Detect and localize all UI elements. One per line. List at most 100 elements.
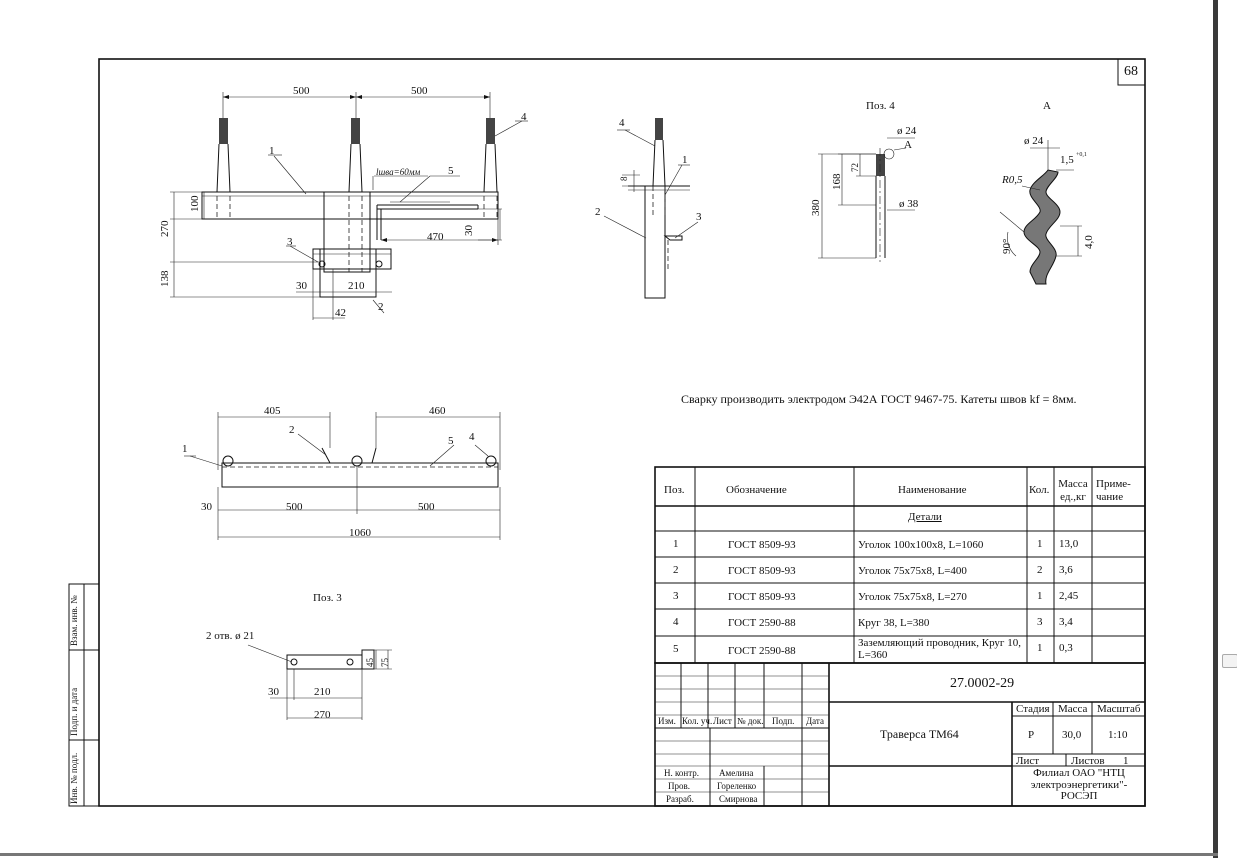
dim-100: 100 (189, 195, 201, 213)
pos4-dia-24: ø 24 (897, 125, 917, 137)
top-callout-5: 5 (448, 435, 454, 447)
pos4-view (818, 137, 915, 262)
detail-A-angle: 90° (1001, 238, 1013, 254)
top-callout-1: 1 (182, 443, 188, 455)
scroll-handle[interactable] (1222, 654, 1237, 668)
dim-30-bottom: 30 (296, 280, 307, 292)
pos4-dia-38: ø 38 (899, 198, 919, 210)
spec-row-5-pos: 5 (673, 643, 679, 655)
pos4-dim-72: 72 (850, 163, 860, 172)
dim-500-left: 500 (293, 85, 310, 97)
role-razrab: Разраб. (666, 794, 694, 804)
dim-470: 470 (427, 231, 444, 243)
dim-210: 210 (348, 280, 365, 292)
spec-row-1-name: Уголок 100х100х8, L=1060 (858, 539, 984, 551)
spec-row-1-mass: 13,0 (1059, 538, 1079, 550)
welding-note: Сварку производить электродом Э42А ГОСТ … (681, 392, 1077, 406)
detail-A-radius: R0,5 (1002, 174, 1023, 186)
callout-2: 2 (378, 301, 384, 313)
spec-row-3-designation: ГОСТ 8509-93 (728, 591, 796, 603)
spec-row-4-designation: ГОСТ 2590-88 (728, 617, 796, 629)
dim-500-right: 500 (411, 85, 428, 97)
pos4-dim-168: 168 (831, 173, 843, 191)
mass-value: 30,0 (1062, 729, 1082, 741)
stage-label: Стадия (1016, 703, 1050, 715)
callout-4: 4 (521, 111, 527, 123)
dim-30-top: 30 (201, 501, 212, 513)
spec-row-4-qty: 3 (1037, 616, 1043, 628)
pos4-leader-A: А (904, 139, 912, 151)
callout-1: 1 (269, 145, 275, 157)
callout-5: 5 (448, 165, 454, 177)
detail-A-dim-15-tol: +0,1 (1076, 152, 1087, 158)
dim-138: 138 (159, 270, 171, 288)
dim-42: 42 (335, 307, 346, 319)
top-view (184, 412, 501, 540)
spec-row-3-pos: 3 (673, 590, 679, 602)
spec-header-mass: Масса ед.,кг (1058, 478, 1088, 503)
spec-row-5-mass: 0,3 (1059, 642, 1073, 654)
doc-number: 27.0002-29 (950, 676, 1015, 691)
spec-table-lines (654, 466, 1146, 664)
doc-title: Траверса ТМ64 (880, 727, 959, 741)
pos3-dim-270: 270 (314, 709, 331, 721)
pos3-dim-45: 45 (365, 658, 375, 667)
title-block-lines (654, 662, 1146, 807)
pos4-dim-380: 380 (810, 199, 822, 217)
detail-A-dia-24: ø 24 (1024, 135, 1044, 147)
sheet-frame (98, 58, 1146, 807)
pos3-dim-210: 210 (314, 686, 331, 698)
spec-row-2-pos: 2 (673, 564, 679, 576)
detail-A-title: А (1043, 100, 1051, 112)
dim-460: 460 (429, 405, 446, 417)
spec-row-1-pos: 1 (673, 538, 679, 550)
spec-row-2-mass: 3,6 (1059, 564, 1073, 576)
col-list: Лист (713, 716, 732, 726)
top-callout-4: 4 (469, 431, 475, 443)
dim-1060: 1060 (349, 527, 371, 539)
pos3-dim-30: 30 (268, 686, 279, 698)
pos3-holes: 2 отв. ø 21 (206, 630, 255, 642)
spec-row-1-designation: ГОСТ 8509-93 (728, 539, 796, 551)
organization: Филиал ОАО "НТЦ электроэнергетики"- РОСЭ… (1030, 767, 1128, 803)
sheets-label: Листов (1071, 755, 1105, 767)
front-view (170, 92, 528, 320)
pos3-title: Поз. 3 (313, 592, 342, 604)
spec-header-qty: Кол. (1029, 484, 1050, 496)
spec-header-designation: Обозначение (726, 484, 787, 496)
spec-row-1-qty: 1 (1037, 538, 1043, 550)
sheets-value: 1 (1123, 755, 1129, 767)
spec-row-5-name: Заземляющий проводник, Круг 10, L=360 (858, 637, 1021, 661)
col-izm: Изм. (658, 716, 676, 726)
name-amelina: Амелина (719, 768, 754, 778)
detail-A-dim-40: 4,0 (1083, 235, 1095, 249)
dim-30-right: 30 (463, 225, 475, 236)
spec-row-5-qty: 1 (1037, 642, 1043, 654)
weld-length-label: lшва=60мм (376, 167, 421, 177)
spec-row-4-pos: 4 (673, 616, 679, 628)
spec-row-2-qty: 2 (1037, 564, 1043, 576)
stage-value: Р (1028, 729, 1035, 741)
col-data: Дата (806, 716, 824, 726)
callout-3: 3 (287, 236, 293, 248)
name-smirnova: Смирнова (719, 794, 758, 804)
spec-row-2-designation: ГОСТ 8509-93 (728, 565, 796, 577)
col-podp: Подп. (772, 716, 795, 726)
page-number: 68 (1124, 64, 1138, 79)
spec-header-pos: Поз. (664, 484, 685, 496)
spec-row-3-name: Уголок 75х75х8, L=270 (858, 591, 967, 603)
pos3-dim-75: 75 (380, 658, 390, 667)
pos4-title: Поз. 4 (866, 100, 895, 112)
side-callout-2: 2 (595, 206, 601, 218)
spec-row-5-designation: ГОСТ 2590-88 (728, 645, 796, 657)
col-kol-uch: Кол. уч. (682, 716, 713, 726)
page-right-edge (1213, 0, 1218, 858)
spec-row-4-mass: 3,4 (1059, 616, 1073, 628)
role-n-kontr: Н. контр. (664, 768, 700, 778)
side-stamp-vzam: Взам. инв. № (69, 595, 79, 646)
dim-500-top-left: 500 (286, 501, 303, 513)
side-stamp-podp: Подп. и дата (69, 687, 79, 736)
dim-500-top-right: 500 (418, 501, 435, 513)
